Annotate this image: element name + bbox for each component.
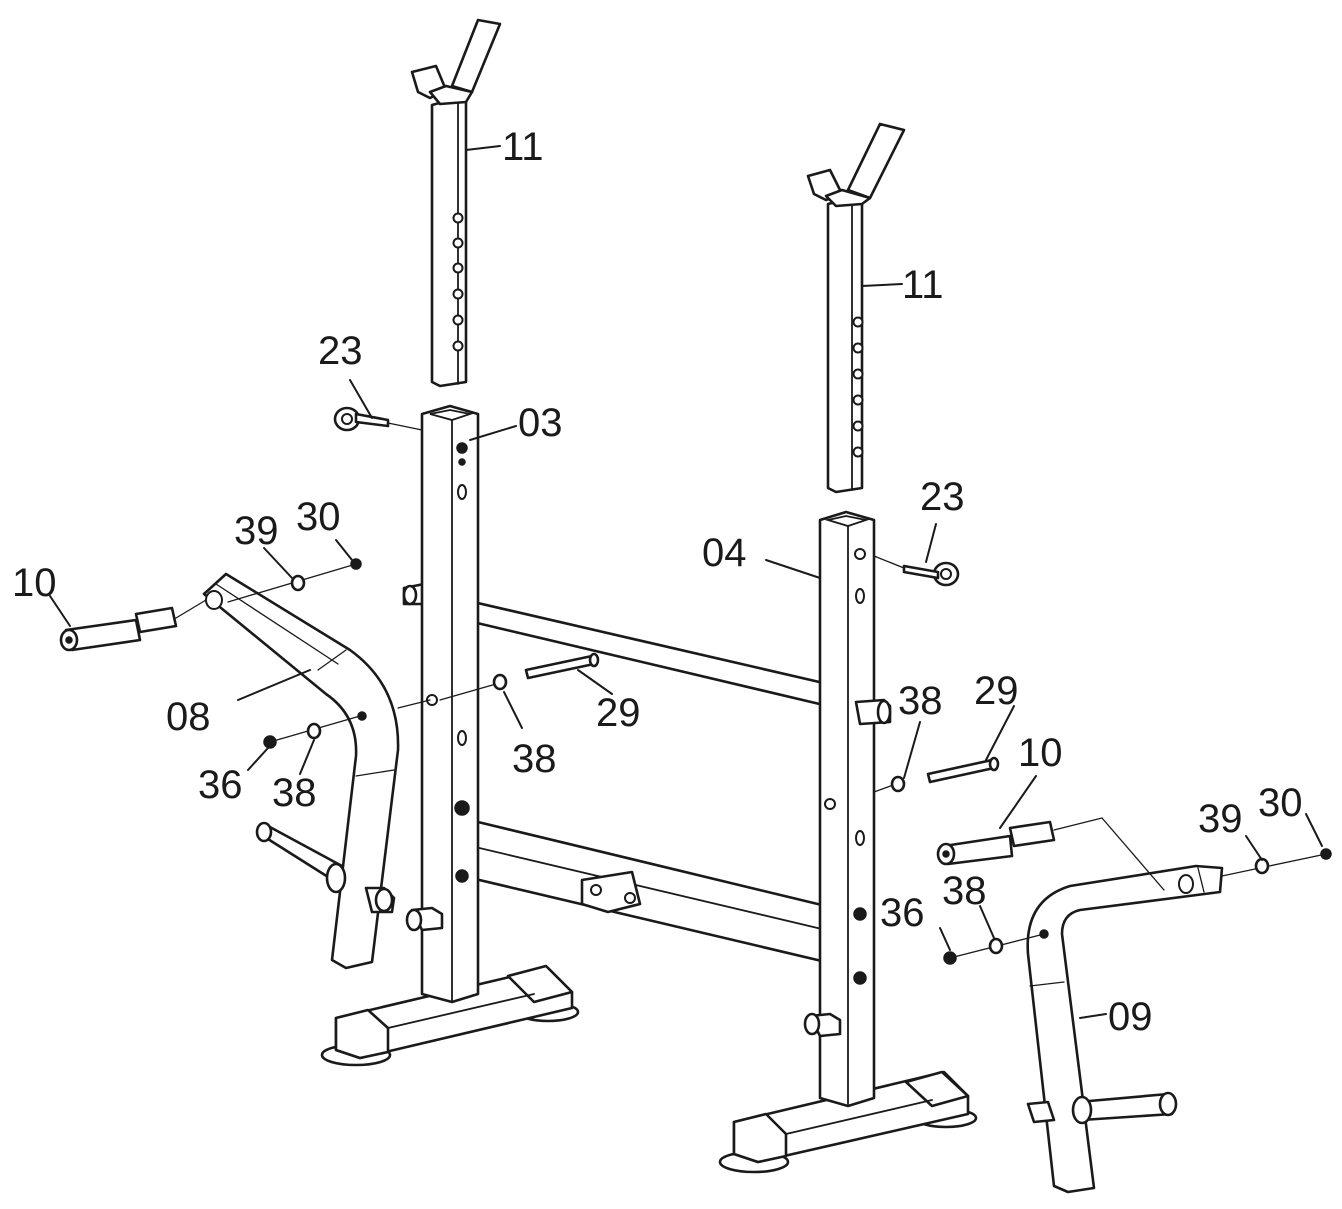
right-upright [803,510,892,1108]
label-11-left: 11 [502,125,544,169]
right-upper-tube [806,122,906,494]
label-30-right: 30 [1258,781,1303,825]
right-upper-tube-holes [852,316,864,458]
left-arm-horn-front [364,886,396,914]
left-upper-tube-holes [452,212,464,352]
label-39-right: 39 [1198,797,1243,841]
callout-labels: 11 11 23 03 23 04 39 30 10 08 36 38 38 2… [12,125,1303,1039]
leader-lines [49,145,1323,1019]
label-23-right: 23 [920,475,965,519]
label-29-right: 29 [974,669,1019,713]
label-08: 08 [166,695,211,739]
left-washer-39-nut-30 [227,558,362,603]
right-washer-39-nut-30 [1221,848,1332,877]
left-arm [202,572,400,970]
right-nut-36-washer-38 [943,933,1045,965]
right-arm-horn [1026,1091,1178,1125]
left-base-foot [320,964,580,1067]
left-upper-tube [410,18,502,388]
left-bolt-23 [333,406,423,432]
label-38-right-low: 38 [942,869,987,913]
left-upright-peg [405,906,444,932]
label-36-left: 36 [198,763,243,807]
label-38-right: 38 [898,679,943,723]
label-29-left: 29 [596,691,641,735]
right-upright-peg-lower [803,1012,842,1038]
left-nut-36-washer-38 [263,699,431,749]
label-38-left-mid: 38 [512,737,557,781]
label-10-right: 10 [1018,731,1063,775]
label-04: 04 [702,531,747,575]
label-39-left: 39 [234,509,279,553]
right-sleeve [936,817,1165,891]
right-pin-29-washer-38 [873,756,1000,793]
left-upright [405,404,480,1004]
label-38-left-low: 38 [272,771,317,815]
label-23-left: 23 [318,329,363,373]
label-03: 03 [518,401,563,445]
right-arm [1026,864,1224,1194]
right-upright-peg-upper [854,698,892,726]
left-pin-29-washer-38 [439,652,600,701]
right-bolt-23 [873,555,960,587]
label-09: 09 [1108,995,1153,1039]
label-36-right: 36 [880,891,925,935]
label-30-left: 30 [296,495,341,539]
left-sleeve [59,599,207,652]
right-base-foot [718,1070,978,1174]
lower-crossbeam [450,820,828,964]
label-11-right: 11 [902,263,944,307]
left-arm-horn-back [255,821,347,894]
label-10-left: 10 [12,561,57,605]
